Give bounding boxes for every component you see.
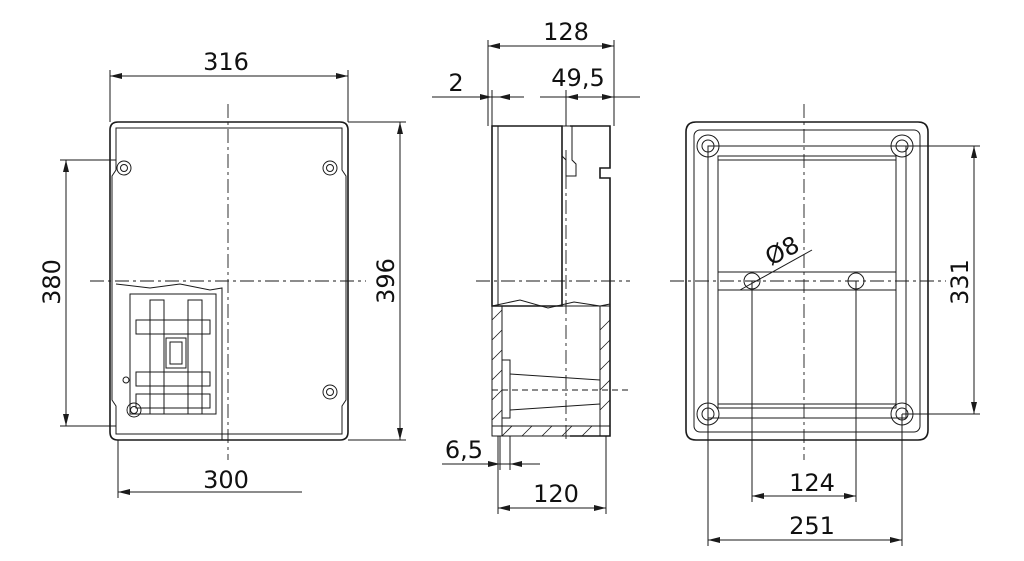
front-lid-rim xyxy=(111,127,347,435)
front-screw-bottom-left xyxy=(122,376,142,418)
dim-380: 380 xyxy=(38,159,116,427)
front-screw-bottom-right xyxy=(322,384,338,400)
side-clip xyxy=(561,125,577,177)
dim-396-label: 396 xyxy=(372,258,400,304)
side-floor xyxy=(491,425,611,437)
dim-251: 251 xyxy=(707,414,903,546)
side-view: 128 2 49,5 6,5 xyxy=(432,18,640,514)
dim-316-label: 316 xyxy=(203,48,249,76)
dim-380-label: 380 xyxy=(38,259,66,305)
dim-300: 300 xyxy=(117,440,302,498)
dim-128: 128 xyxy=(487,18,615,126)
dim-49-5-label: 49,5 xyxy=(551,64,604,92)
back-rib-inner xyxy=(717,155,897,409)
dim-300-label: 300 xyxy=(203,466,249,494)
dim-6-5-label: 6,5 xyxy=(445,436,483,464)
front-rib-grid xyxy=(129,293,217,415)
dim-128-label: 128 xyxy=(543,18,589,46)
front-cutaway-edge xyxy=(115,283,223,440)
back-rib-outer xyxy=(707,145,907,419)
side-inner-boss xyxy=(502,359,511,419)
dim-316: 316 xyxy=(109,48,349,122)
front-view: 316 300 380 396 xyxy=(38,48,406,498)
side-hatching xyxy=(491,309,611,437)
dim-120: 120 xyxy=(497,436,607,514)
dim-2-label: 2 xyxy=(448,69,463,97)
dim-251-label: 251 xyxy=(789,512,835,540)
dim-49-5: 49,5 xyxy=(540,64,640,126)
dim-396: 396 xyxy=(348,121,406,441)
back-outer-outline xyxy=(685,121,929,441)
dim-124: 124 xyxy=(751,281,857,502)
dim-124-label: 124 xyxy=(789,469,835,497)
front-screw-top-left xyxy=(116,160,132,176)
dim-hole-diameter-label: Ø8 xyxy=(761,231,804,272)
front-screw-top-right xyxy=(322,160,338,176)
side-lid-outline xyxy=(491,125,563,307)
dim-120-label: 120 xyxy=(533,480,579,508)
back-corner-hole-top-left xyxy=(696,134,720,158)
dim-6-5: 6,5 xyxy=(442,436,540,470)
side-inner-taper xyxy=(509,373,601,411)
dim-2: 2 xyxy=(432,69,524,126)
dim-331: 331 xyxy=(902,145,980,415)
dim-331-label: 331 xyxy=(946,259,974,305)
back-view: Ø8 124 251 331 xyxy=(670,104,980,546)
front-enclosure-outline xyxy=(109,121,349,441)
